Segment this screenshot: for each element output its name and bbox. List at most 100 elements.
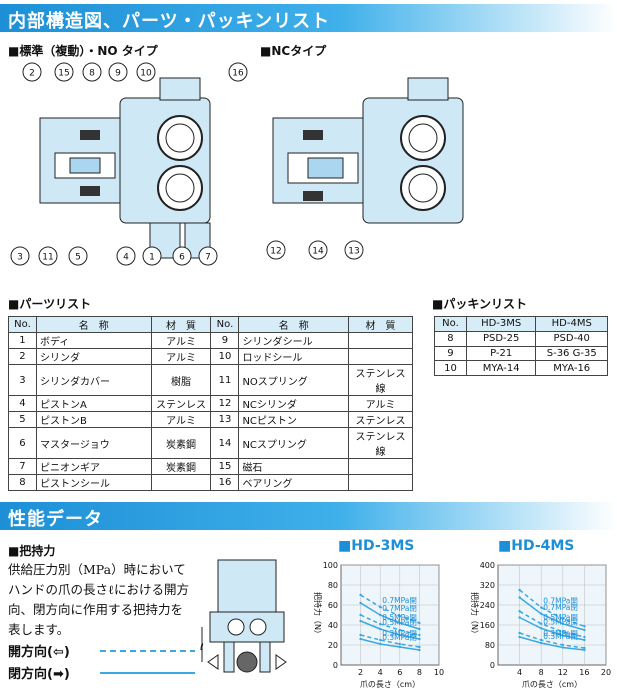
table-cell: 16 — [210, 474, 240, 491]
series-annotation: 0.7MPa閉 — [543, 603, 578, 612]
series-point — [418, 648, 421, 652]
callout-circle — [38, 246, 58, 266]
x-tick-label: 4 — [517, 668, 522, 677]
y-tick-label: 160 — [480, 621, 495, 630]
y-axis-label: 把持力（N） — [470, 592, 480, 638]
table-cell: NCピストン — [238, 411, 350, 428]
series-point — [359, 613, 362, 617]
series-point — [561, 643, 564, 647]
y-tick-label: 400 — [480, 561, 495, 570]
series-annotation: 0.5MPa閉 — [543, 617, 578, 626]
table-cell — [348, 458, 413, 475]
callout-circle — [344, 240, 364, 260]
series-point — [540, 612, 543, 615]
grip-line-1: 供給圧力別（MPa）時において — [8, 562, 186, 577]
series-annotation: 0.3MPa開 — [543, 629, 578, 638]
callout-number: 16 — [232, 69, 244, 79]
legend-open-label: 開方向(⇦) — [8, 645, 70, 660]
series-line — [519, 589, 585, 628]
callout-circle — [142, 246, 162, 266]
callout-number: 5 — [75, 253, 81, 263]
table-cell: 8 — [434, 330, 467, 347]
table-cell: 12 — [210, 395, 240, 412]
series-point — [379, 613, 382, 617]
x-tick-label: 2 — [358, 668, 363, 677]
table-cell: シリンダ — [35, 348, 152, 365]
plot-area — [340, 564, 440, 666]
series-point — [583, 648, 586, 652]
callout-circle — [266, 240, 286, 260]
series-point — [379, 622, 382, 626]
series-point — [398, 621, 401, 625]
table-cell: 10 — [434, 360, 467, 377]
x-tick-label: 8 — [539, 668, 544, 677]
y-tick-label: 80 — [328, 581, 338, 590]
series-point — [561, 634, 564, 637]
table-cell: P-21 — [465, 345, 537, 362]
series-annotation: 0.3MPa閉 — [382, 633, 417, 642]
series-point — [379, 642, 382, 646]
callout-circle — [116, 246, 136, 266]
table-cell: アルミ — [150, 332, 212, 349]
section-banner-structure: 内部構造図、パーツ・パッキンリスト — [0, 4, 617, 32]
grip-line-2: ハンドの爪の長さℓにおける開方 — [8, 582, 189, 597]
series-point — [359, 633, 362, 637]
table-header-cell: No. — [8, 316, 37, 333]
callout-number: 13 — [348, 247, 359, 257]
series-annotation: 0.3MPa閉 — [543, 632, 578, 641]
diagram-body-nc — [272, 77, 464, 224]
table-cell: MYA-14 — [465, 360, 537, 377]
series-point — [379, 605, 382, 609]
table-cell: ピストンA — [35, 395, 152, 412]
y-tick-label: 320 — [480, 581, 495, 590]
series-point — [540, 606, 543, 609]
callout-number: 15 — [58, 69, 69, 79]
table-header-cell: HD-3MS — [465, 316, 537, 332]
callout-circle — [68, 246, 88, 266]
table-cell: 1 — [8, 332, 37, 349]
callout-number: 8 — [89, 69, 95, 79]
table-header-cell: No. — [434, 316, 467, 332]
table-header-cell: No. — [210, 316, 240, 333]
series-point — [398, 628, 401, 632]
table-cell — [150, 474, 212, 491]
callout-circle — [54, 62, 74, 82]
table-header-cell: 材 質 — [150, 316, 212, 333]
legend-open-line — [100, 650, 195, 652]
series-point — [583, 638, 586, 642]
table-header-cell: 材 質 — [348, 316, 413, 333]
series-point — [540, 638, 543, 642]
table-cell — [348, 474, 413, 491]
table-cell: 樹脂 — [150, 364, 212, 396]
y-tick-label: 240 — [480, 601, 495, 610]
grip-title: ■把持力 — [8, 544, 56, 558]
grip-line-4: 表します。 — [8, 622, 70, 637]
series-point — [540, 641, 543, 645]
series-annotation: 0.5MPa開 — [543, 613, 578, 622]
series-point — [359, 593, 362, 597]
table-cell: PSD-25 — [465, 330, 537, 347]
table-cell: NOスプリング — [238, 364, 350, 396]
callout-number: 14 — [312, 247, 324, 257]
table-cell: 磁石 — [238, 458, 350, 475]
series-point — [359, 637, 362, 641]
plot-area — [497, 564, 607, 666]
series-point — [518, 588, 521, 592]
series-point — [561, 630, 564, 633]
series-line — [519, 596, 585, 631]
table-cell: 9 — [210, 332, 240, 349]
callout-number: 4 — [123, 253, 129, 263]
y-tick-label: 60 — [328, 601, 338, 610]
series-line — [360, 620, 420, 640]
